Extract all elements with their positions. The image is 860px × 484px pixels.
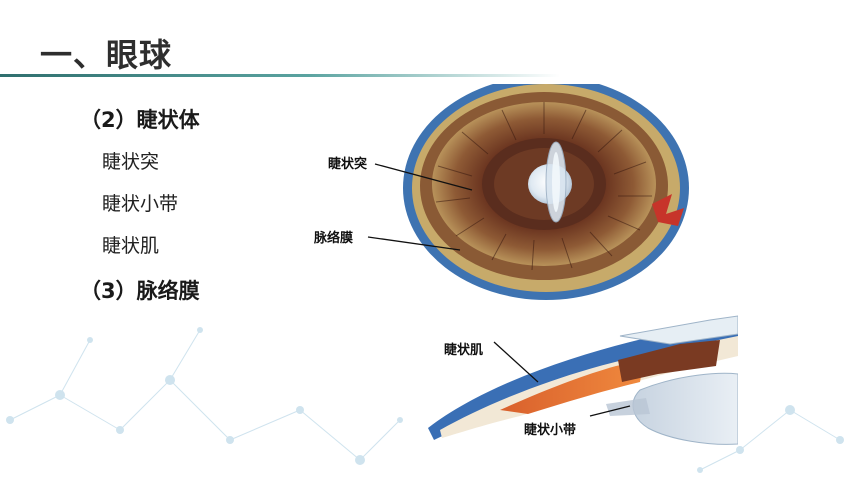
label-ciliary-zonule: 睫状小带 [524, 422, 576, 438]
ciliary-folds [435, 102, 652, 271]
label-choroid: 脉络膜 [313, 230, 353, 246]
list-item-ciliary-zonule: 睫状小带 [102, 193, 179, 215]
heading-ciliary-body: （2）睫状体 [80, 108, 200, 132]
list-item-ciliary-process: 睫状突 [102, 151, 160, 173]
title-underline [0, 74, 560, 77]
label-ciliary-muscle: 睫状肌 [444, 342, 483, 358]
cut-edge [652, 194, 684, 226]
ciliary-muscle [500, 360, 644, 414]
list-item-ciliary-muscle: 睫状肌 [102, 235, 160, 257]
ciliary-body-posterior-view: 睫状突 脉络膜 [313, 84, 689, 300]
slide-title: 一、眼球 [40, 36, 173, 74]
label-ciliary-process: 睫状突 [328, 156, 367, 172]
heading-choroid: （3）脉络膜 [80, 279, 200, 303]
iris-section [618, 340, 720, 382]
network-background [6, 327, 844, 473]
ciliary-muscle-cross-section: 睫状肌 睫状小带 [428, 315, 738, 445]
lens-section [632, 372, 738, 445]
